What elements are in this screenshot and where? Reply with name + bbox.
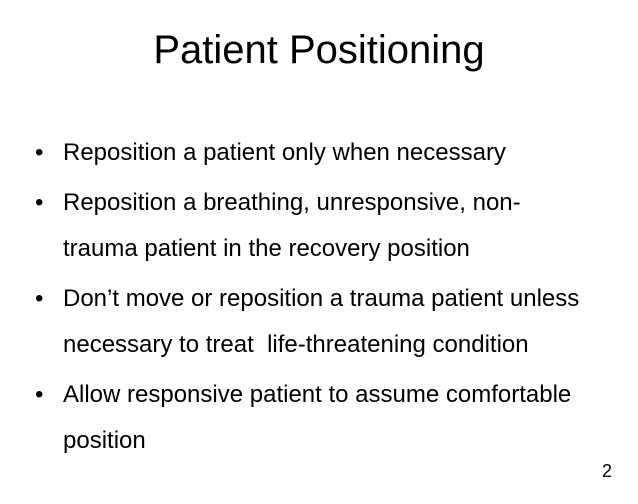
bullet-3-line-2: necessary to treat life-threatening cond… [63,331,529,358]
slide-title: Patient Positioning [153,28,485,72]
bullet-3-line-1: Don’t move or reposition a trauma patien… [63,285,580,312]
bullet-dot-icon: • [35,139,44,166]
bullet-dot-icon: • [35,189,44,216]
bullet-list: • Reposition a patient only when necessa… [35,130,618,468]
bullet-item-1: • Reposition a patient only when necessa… [35,130,618,176]
presentation-slide: Patient Positioning • Reposition a patie… [0,26,638,504]
bullet-2-line-1: Reposition a breathing, unresponsive, no… [63,189,521,216]
bullet-item-4: • Allow responsive patient to assume com… [35,372,618,464]
bullet-1-line-1: Reposition a patient only when necessary [63,139,506,166]
bullet-item-3: • Don’t move or reposition a trauma pati… [35,276,618,368]
bullet-4-line-2: position [63,427,146,454]
bullet-2-line-2: trauma patient in the recovery position [63,235,470,262]
bullet-dot-icon: • [35,285,44,312]
page-number: 2 [601,461,612,481]
bullet-item-2: • Reposition a breathing, unresponsive, … [35,180,618,272]
bullet-dot-icon: • [35,381,44,408]
bullet-4-line-1: Allow responsive patient to assume comfo… [63,381,572,408]
